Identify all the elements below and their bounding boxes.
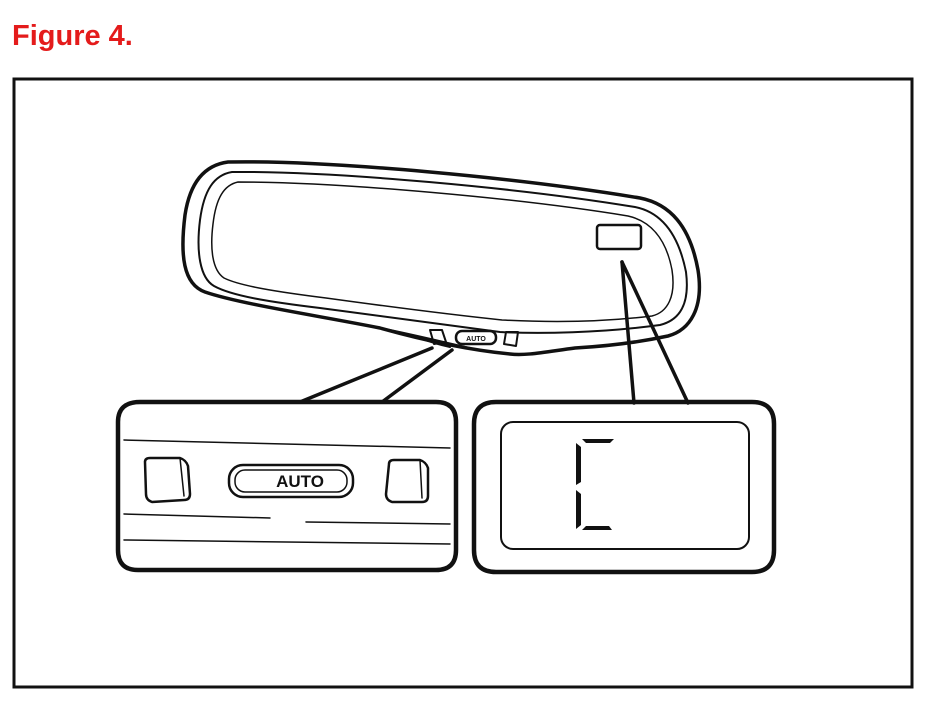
mirror-auto-button[interactable] [454, 329, 498, 346]
display-callout: C [0, 0, 777, 575]
leader-lines [298, 260, 690, 405]
buttons-callout: AUTO [115, 399, 459, 573]
callout-left-button[interactable] [143, 456, 192, 504]
callout-auto-label: AUTO [276, 472, 324, 491]
display-screen [500, 421, 750, 550]
mirror-auto-label: AUTO [466, 336, 486, 343]
figure-title: Figure 4. [12, 20, 133, 52]
callout-auto-button[interactable] [227, 463, 355, 499]
mirror-right-button[interactable] [503, 331, 519, 347]
rearview-mirror: AUTO [181, 160, 702, 357]
mirror-left-button[interactable] [429, 329, 447, 345]
mirror-display-window [595, 223, 643, 251]
display-digit-value: C [0, 0, 1, 1]
callout-right-button[interactable] [384, 458, 430, 504]
figure-frame [12, 77, 914, 689]
display-segment-digit [576, 439, 614, 530]
